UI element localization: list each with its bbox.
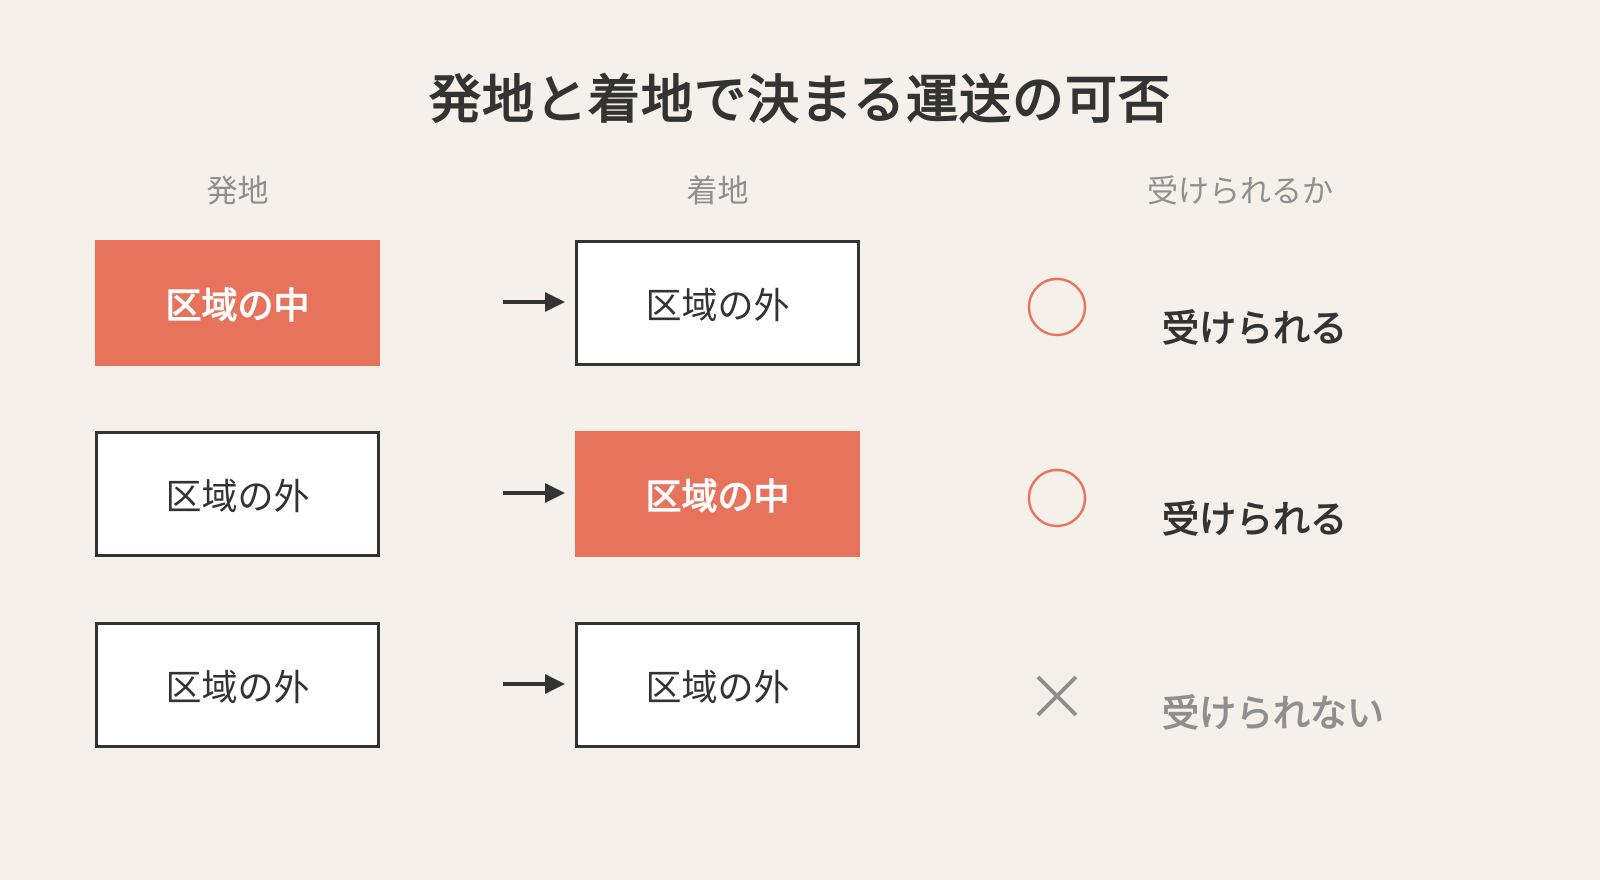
origin-box-row-2: 区域の外 <box>95 431 380 557</box>
page-title: 発地と着地で決まる運送の可否 <box>428 71 1171 131</box>
destination-box-row-3: 区域の外 <box>575 622 860 748</box>
destination-column-header: 着地 <box>686 174 749 210</box>
origin-box-row-1: 区域の中 <box>95 240 380 366</box>
circle-icon <box>1027 468 1087 528</box>
destination-box-row-1: 区域の外 <box>575 240 860 366</box>
acceptance-column-header: 受けられるか <box>1147 174 1333 210</box>
arrow-right-icon <box>503 292 565 312</box>
arrow-right-icon <box>503 483 565 503</box>
destination-box-row-2: 区域の中 <box>575 431 860 557</box>
circle-icon <box>1027 277 1087 337</box>
result-text-row-2: 受けられる <box>1162 498 1347 541</box>
origin-column-header: 発地 <box>206 174 269 210</box>
cross-icon <box>1036 675 1078 717</box>
origin-box-row-3: 区域の外 <box>95 622 380 748</box>
result-text-row-1: 受けられる <box>1162 307 1347 350</box>
result-text-row-3: 受けられない <box>1162 692 1384 735</box>
arrow-right-icon <box>503 674 565 694</box>
